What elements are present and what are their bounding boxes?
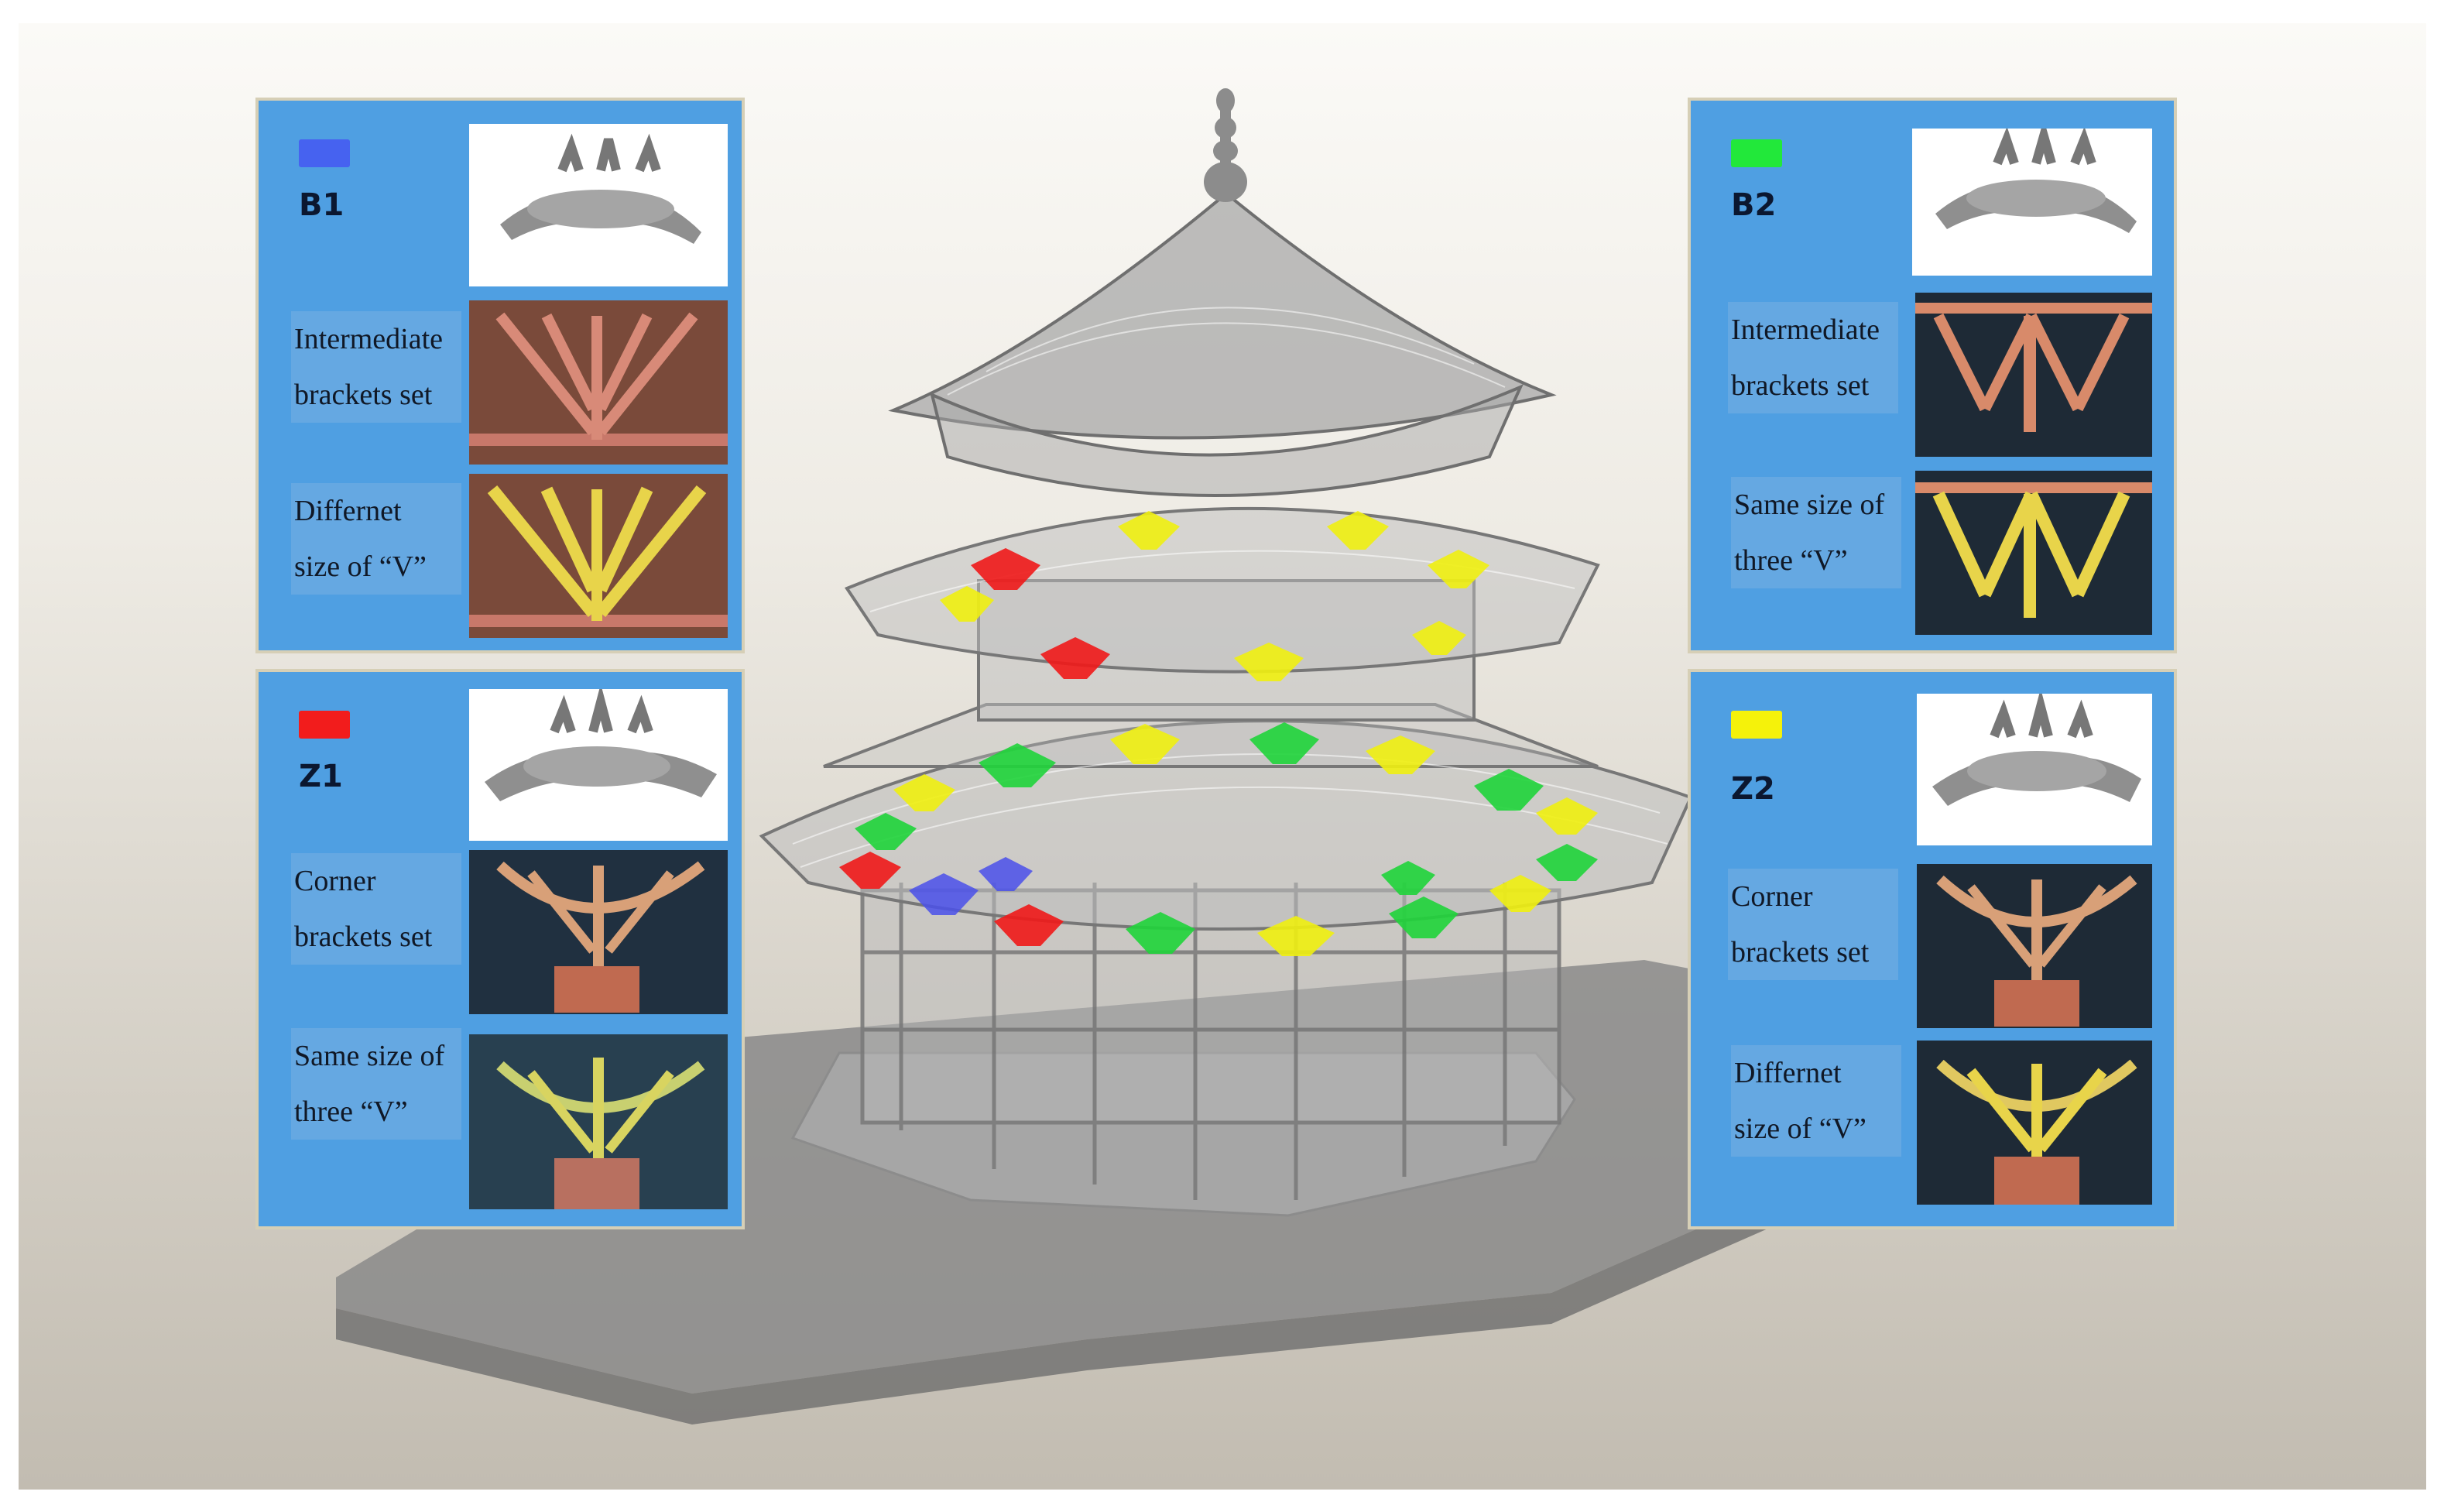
z1-bracket-model-thumbnail — [469, 689, 728, 841]
b2-label2-line2: three “V” — [1734, 544, 1848, 577]
b1-label-line1: Intermediate — [294, 323, 444, 355]
b2-code: B2 — [1731, 187, 1777, 223]
panel-b2: B2 Intermediate brackets set Same size o… — [1688, 98, 2177, 653]
finial — [1204, 88, 1247, 202]
b1-color-swatch — [299, 139, 350, 167]
panel-z1: Z1 Corner brackets set Same size of thre… — [255, 669, 745, 1229]
b1-bracket-photo — [469, 300, 728, 465]
z2-color-swatch — [1731, 711, 1782, 739]
z2-label2-line1: Differnet — [1734, 1057, 1842, 1089]
z2-label-line1: Corner — [1731, 880, 1813, 913]
z1-label-line2: brackets set — [294, 921, 433, 953]
b2-label2-line1: Same size of — [1734, 489, 1885, 521]
middle-tier — [844, 506, 1600, 722]
b2-label-line2: brackets set — [1731, 369, 1870, 402]
scene-background: B1 Intermediate brackets set Differnet s… — [19, 23, 2426, 1490]
z1-label-bracket-type: Corner brackets set — [291, 853, 461, 965]
b2-bracket-photo — [1915, 293, 2152, 457]
z1-label2-line2: three “V” — [294, 1095, 408, 1128]
upper-roof — [888, 191, 1557, 497]
z2-code: Z2 — [1731, 771, 1775, 807]
z2-v-highlight-photo — [1917, 1041, 2152, 1205]
z2-label-v-size: Differnet size of “V” — [1731, 1045, 1901, 1157]
z2-bracket-photo — [1917, 864, 2152, 1028]
z1-label-v-size: Same size of three “V” — [291, 1028, 461, 1140]
b1-bracket-model-thumbnail — [469, 124, 728, 286]
b2-label-v-size: Same size of three “V” — [1731, 477, 1901, 588]
z1-label2-line1: Same size of — [294, 1040, 445, 1072]
z1-label-line1: Corner — [294, 865, 376, 897]
b2-label-line1: Intermediate — [1731, 314, 1880, 346]
ground-plane-edge — [336, 1123, 1938, 1425]
b1-code: B1 — [299, 187, 344, 223]
b1-label2-line1: Differnet — [294, 495, 402, 527]
b2-label-bracket-type: Intermediate brackets set — [1728, 302, 1898, 413]
b2-color-swatch — [1731, 139, 1782, 167]
b1-v-highlight-photo — [469, 474, 728, 638]
b1-label-line2: brackets set — [294, 379, 433, 411]
panel-z2: Z2 Corner brackets set Differnet size of… — [1688, 669, 2177, 1229]
z1-bracket-photo — [469, 850, 728, 1014]
panel-b1: B1 Intermediate brackets set Differnet s… — [255, 98, 745, 653]
z2-bracket-model-thumbnail — [1917, 694, 2152, 845]
z2-label-line2: brackets set — [1731, 936, 1870, 969]
z1-color-swatch — [299, 711, 350, 739]
b1-label-v-size: Differnet size of “V” — [291, 483, 461, 595]
b2-bracket-model-thumbnail — [1912, 129, 2152, 276]
z1-v-highlight-photo — [469, 1034, 728, 1209]
z2-label-bracket-type: Corner brackets set — [1728, 869, 1898, 980]
z2-label2-line2: size of “V” — [1734, 1113, 1866, 1145]
b1-label-bracket-type: Intermediate brackets set — [291, 311, 461, 423]
b2-v-highlight-photo — [1915, 471, 2152, 635]
pagoda-platform — [790, 1051, 1576, 1217]
bracket-markers — [839, 511, 1598, 956]
b1-label2-line2: size of “V” — [294, 550, 427, 583]
z1-code: Z1 — [299, 759, 343, 794]
